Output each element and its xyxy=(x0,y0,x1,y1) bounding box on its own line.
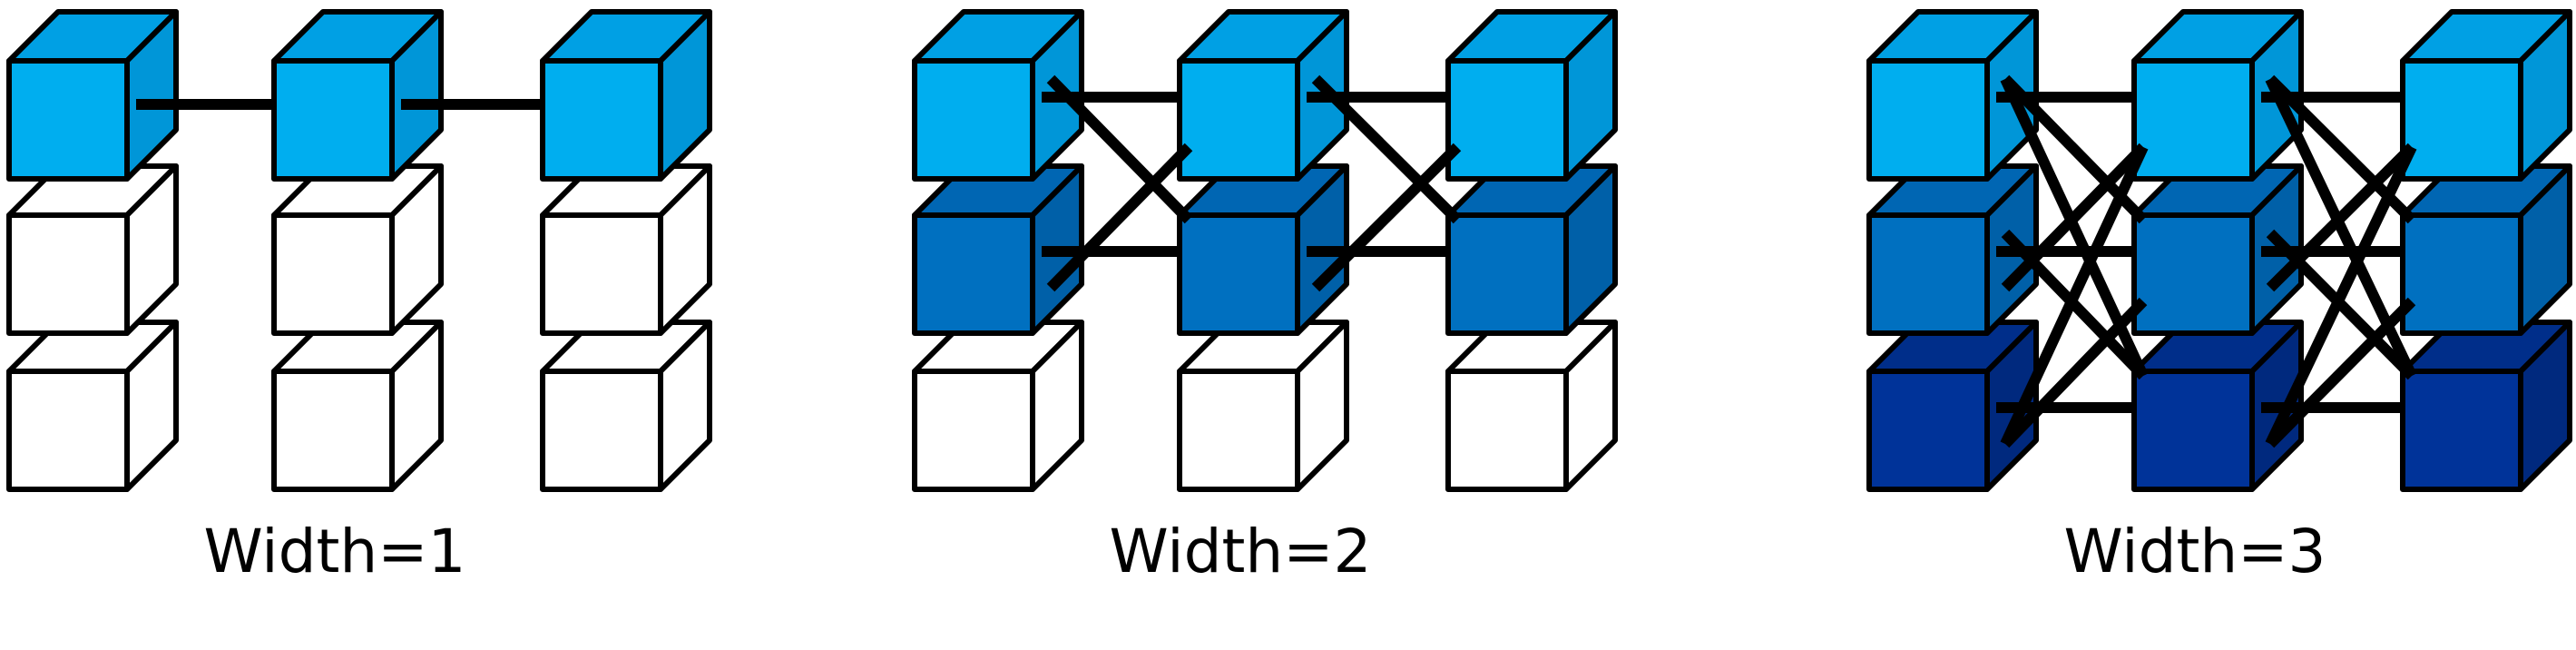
connections xyxy=(1042,74,1462,292)
cube-grid xyxy=(1866,9,2572,492)
filled-cube xyxy=(2400,163,2572,336)
link xyxy=(2266,297,2416,448)
cube-front-face xyxy=(540,58,663,182)
filled-cube xyxy=(1445,163,1618,336)
connections xyxy=(1996,74,2417,448)
empty-cube xyxy=(912,320,1084,492)
cube-front-face xyxy=(1177,58,1300,182)
cube-front-face xyxy=(2400,369,2523,492)
cube-front-face xyxy=(2131,369,2255,492)
cube-front-face xyxy=(912,212,1035,336)
cube-front-face xyxy=(271,58,395,182)
filled-cube xyxy=(1866,9,2039,182)
cube-front-face xyxy=(1866,58,1990,182)
cube-front-face xyxy=(1445,369,1569,492)
cube-front-face xyxy=(912,369,1035,492)
link xyxy=(2001,297,2148,448)
panel-caption: Width=1 xyxy=(203,517,465,586)
cube-front-face xyxy=(1445,212,1569,336)
panel-width-2: Width=2 xyxy=(912,9,1618,586)
empty-cube xyxy=(1177,320,1349,492)
link xyxy=(2000,144,2149,447)
panel-width-1: Width=1 xyxy=(6,9,712,586)
cube-grid xyxy=(6,9,712,492)
link xyxy=(2265,144,2417,447)
cube-front-face xyxy=(912,58,1035,182)
filled-cube xyxy=(2400,9,2572,182)
empty-cube xyxy=(271,320,444,492)
filled-cube xyxy=(2131,163,2304,336)
empty-cube xyxy=(1445,320,1618,492)
filled-cube xyxy=(1866,163,2039,336)
cube-front-face xyxy=(1866,212,1990,336)
empty-cube xyxy=(6,320,179,492)
cube-front-face xyxy=(1866,369,1990,492)
link xyxy=(1046,143,1193,292)
cube-front-face xyxy=(540,212,663,336)
filled-cube xyxy=(271,9,444,182)
filled-cube xyxy=(2131,9,2304,182)
panel-caption: Width=3 xyxy=(2063,517,2326,586)
panels-layer: Width=1 Width=2 Width=3 xyxy=(6,9,2572,586)
filled-cube xyxy=(540,9,712,182)
filled-cube xyxy=(6,9,179,182)
cube-front-face xyxy=(540,369,663,492)
filled-cube xyxy=(2400,320,2572,492)
cube-front-face xyxy=(6,58,130,182)
cube-grid xyxy=(912,9,1618,492)
link xyxy=(1046,74,1193,224)
cube-front-face xyxy=(6,212,130,336)
cube-front-face xyxy=(1445,58,1569,182)
cube-front-face xyxy=(1177,212,1300,336)
panel-caption: Width=2 xyxy=(1109,517,1371,586)
cube-front-face xyxy=(2131,212,2255,336)
cube-front-face xyxy=(1177,369,1300,492)
empty-cube xyxy=(540,163,712,336)
empty-cube xyxy=(6,163,179,336)
filled-cube xyxy=(1177,9,1349,182)
cube-front-face xyxy=(271,212,395,336)
empty-cube xyxy=(540,320,712,492)
empty-cube xyxy=(271,163,444,336)
link xyxy=(1311,74,1462,224)
cube-front-face xyxy=(2400,212,2523,336)
filled-cube xyxy=(1866,320,2039,492)
cube-front-face xyxy=(2131,58,2255,182)
cube-front-face xyxy=(271,369,395,492)
panel-width-3: Width=3 xyxy=(1866,9,2572,586)
filled-cube xyxy=(912,9,1084,182)
cube-front-face xyxy=(6,369,130,492)
link xyxy=(1311,143,1462,292)
filled-cube xyxy=(1445,9,1618,182)
cube-front-face xyxy=(2400,58,2523,182)
